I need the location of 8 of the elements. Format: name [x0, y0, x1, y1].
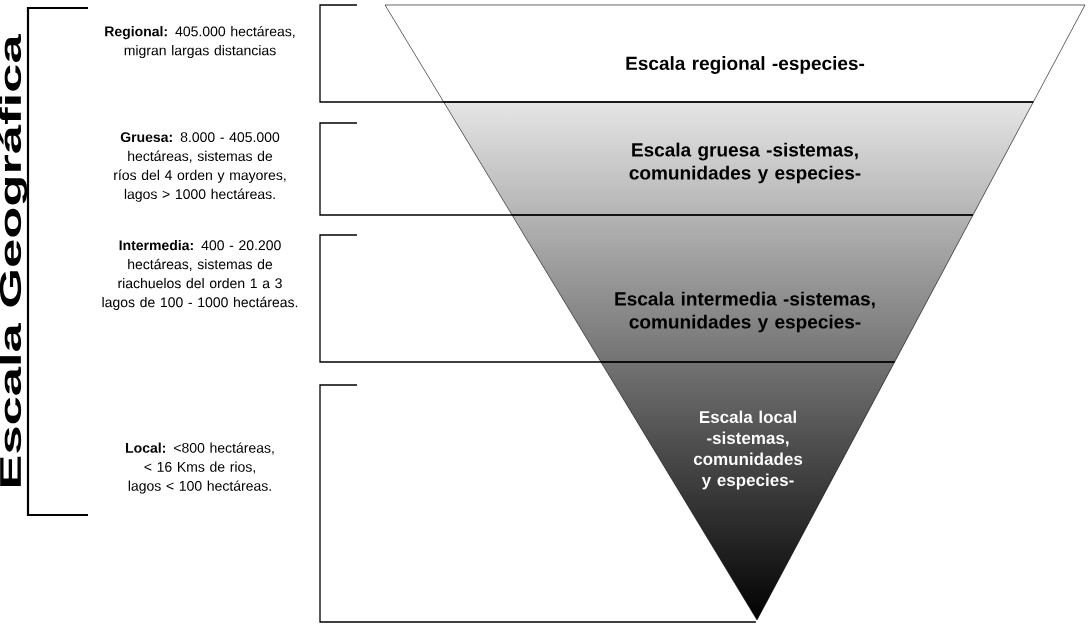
triangle-band: Escala intermedia -sistemas, comunidades y especies-	[511, 214, 974, 363]
scale-description: Regional: 405.000 hectáreas, migran largas distancias	[105, 25, 295, 59]
triangle-band: Escala regional -especies-	[384, 4, 1086, 103]
scale-description: Local: <800 hectáreas, < 16 Kms de rios, lagos < 100 hectáreas.	[126, 442, 274, 494]
scale-description: Gruesa: 8.000 - 405.000 hectáreas, sistemas de ríos del 4 orden y mayores, lagos > 1000 hectáreas.	[114, 132, 286, 202]
triangle-band: Escala local -sistemas, comunidades y especies-	[600, 361, 895, 621]
scale-description: Intermedia: 400 - 20.200 hectáreas, sistemas de riachuelos del orden 1 a 3 lagos de 100 - 1000 hectáreas.	[102, 239, 298, 310]
triangle-band: Escala gruesa -sistemas, comunidades y especies-	[443, 101, 1034, 216]
